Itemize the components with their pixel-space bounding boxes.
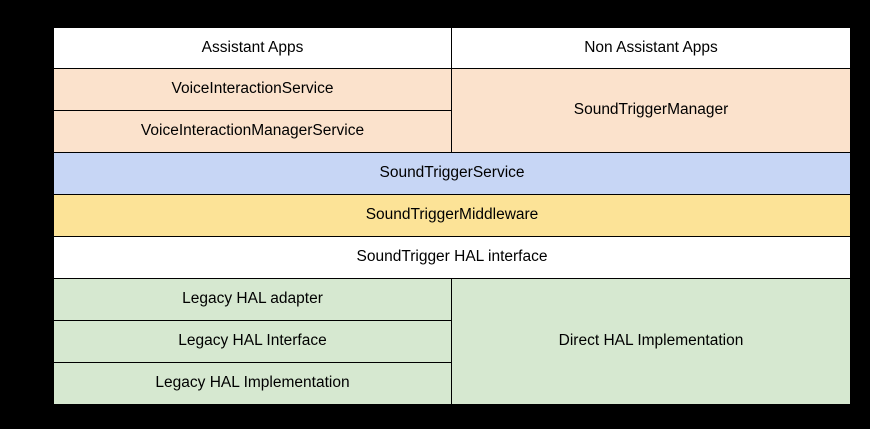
table-row-voice-interaction-manager-service: VoiceInteractionManagerService — [53, 110, 851, 153]
label-legacy-hal-adapter: Legacy HAL adapter — [182, 290, 323, 308]
table-row-sound-trigger-hal-interface: SoundTrigger HAL interface — [53, 236, 851, 279]
table-row-sound-trigger-service: SoundTriggerService — [53, 152, 851, 195]
cell-legacy-hal-adapter: Legacy HAL adapter — [53, 278, 452, 321]
label-non-assistant-apps: Non Assistant Apps — [584, 38, 718, 56]
label-voice-interaction-manager-service: VoiceInteractionManagerService — [140, 122, 365, 140]
label-sound-trigger-service: SoundTriggerService — [379, 164, 525, 182]
label-assistant-apps: Assistant Apps — [201, 38, 304, 56]
cell-voice-interaction-manager-service: VoiceInteractionManagerService — [53, 110, 452, 153]
cell-sound-trigger-hal-interface: SoundTrigger HAL interface — [53, 236, 851, 279]
table-row-voice-interaction-service: VoiceInteractionService SoundTriggerMana… — [53, 68, 851, 153]
table-row-legacy-hal-implementation: Legacy HAL Implementation — [53, 362, 851, 405]
label-sound-trigger-middleware: SoundTriggerMiddleware — [365, 206, 539, 224]
table-row-legacy-hal-adapter: Legacy HAL adapter Direct HAL Implementa… — [53, 278, 851, 405]
architecture-table: Assistant Apps Non Assistant Apps VoiceI… — [53, 27, 851, 405]
label-legacy-hal-implementation: Legacy HAL Implementation — [155, 374, 350, 392]
label-voice-interaction-service: VoiceInteractionService — [171, 80, 334, 98]
label-legacy-hal-interface: Legacy HAL Interface — [178, 332, 327, 350]
cell-direct-hal-implementation: Direct HAL Implementation — [451, 278, 851, 405]
cell-legacy-hal-implementation: Legacy HAL Implementation — [53, 362, 452, 405]
cell-sound-trigger-service: SoundTriggerService — [53, 152, 851, 195]
label-direct-hal-implementation: Direct HAL Implementation — [558, 332, 744, 350]
cell-legacy-hal-interface: Legacy HAL Interface — [53, 320, 452, 363]
label-sound-trigger-hal-interface: SoundTrigger HAL interface — [356, 248, 548, 266]
cell-non-assistant-apps: Non Assistant Apps — [451, 27, 851, 69]
table-row-legacy-hal-interface: Legacy HAL Interface — [53, 320, 851, 363]
cell-voice-interaction-service: VoiceInteractionService — [53, 68, 452, 111]
cell-assistant-apps: Assistant Apps — [53, 27, 452, 69]
cell-sound-trigger-middleware: SoundTriggerMiddleware — [53, 194, 851, 237]
cell-sound-trigger-manager: SoundTriggerManager — [451, 68, 851, 153]
label-sound-trigger-manager: SoundTriggerManager — [573, 101, 729, 119]
table-row-header: Assistant Apps Non Assistant Apps — [53, 27, 851, 69]
table-row-sound-trigger-middleware: SoundTriggerMiddleware — [53, 194, 851, 237]
